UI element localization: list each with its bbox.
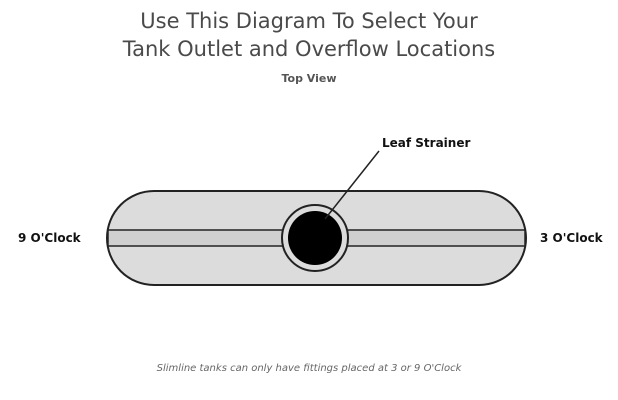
diagram-title-line-1: Use This Diagram To Select Your bbox=[140, 9, 478, 33]
callout-leader-line bbox=[324, 150, 380, 220]
leaf-strainer-label: Leaf Strainer bbox=[382, 136, 471, 150]
nine-oclock-label: 9 O'Clock bbox=[18, 231, 81, 245]
three-oclock-label: 3 O'Clock bbox=[540, 231, 603, 245]
view-label: Top View bbox=[281, 72, 337, 85]
footnote: Slimline tanks can only have fittings pl… bbox=[156, 363, 462, 374]
diagram-title-line-2: Tank Outlet and Overflow Locations bbox=[122, 37, 496, 61]
leaf-strainer-icon bbox=[288, 211, 342, 265]
